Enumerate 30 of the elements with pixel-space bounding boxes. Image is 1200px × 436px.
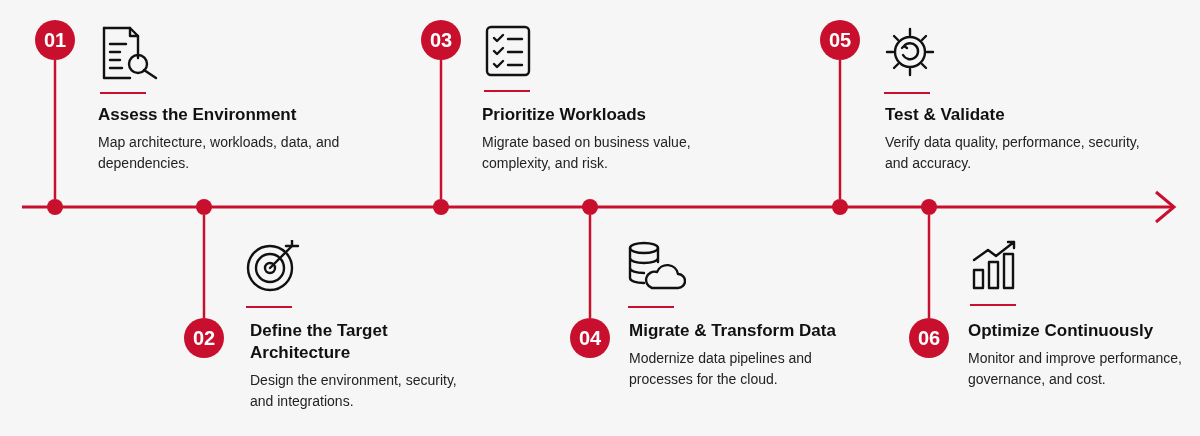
timeline-dot bbox=[433, 199, 449, 215]
step-description: Modernize data pipelines and processes for the cloud. bbox=[629, 349, 813, 389]
connector-line bbox=[588, 215, 592, 318]
step-description: Migrate based on business value, complexity, and risk. bbox=[482, 133, 692, 173]
connector-line bbox=[927, 215, 931, 318]
step-heading: Test & Validate bbox=[885, 104, 1006, 126]
step-heading: Define the Target Architecture bbox=[250, 320, 389, 364]
connector-line bbox=[838, 60, 842, 199]
step-description: Monitor and improve performance, governance, and cost. bbox=[968, 349, 1183, 389]
step-description: Verify data quality, performance, security, and accuracy. bbox=[885, 133, 1141, 173]
step-description: Map architecture, workloads, data, and dependencies. bbox=[98, 133, 341, 173]
step-heading: Prioritize Workloads bbox=[482, 104, 648, 126]
step-number: 06 bbox=[909, 318, 949, 358]
connector-line bbox=[202, 215, 206, 318]
timeline-dot bbox=[196, 199, 212, 215]
timeline-dot bbox=[582, 199, 598, 215]
timeline-dot bbox=[832, 199, 848, 215]
step-number: 05 bbox=[820, 20, 860, 60]
timeline-dot bbox=[921, 199, 937, 215]
connector-line bbox=[53, 60, 57, 199]
step-description: Design the environment, security, and integrations. bbox=[250, 371, 458, 411]
connector-line bbox=[439, 60, 443, 199]
step-heading: Assess the Environment bbox=[98, 104, 298, 126]
step-heading: Optimize Continuously bbox=[968, 320, 1155, 342]
step-number: 04 bbox=[570, 318, 610, 358]
step-number: 02 bbox=[184, 318, 224, 358]
step-heading: Migrate & Transform Data bbox=[629, 320, 837, 342]
timeline-dot bbox=[47, 199, 63, 215]
step-number: 01 bbox=[35, 20, 75, 60]
step-number: 03 bbox=[421, 20, 461, 60]
